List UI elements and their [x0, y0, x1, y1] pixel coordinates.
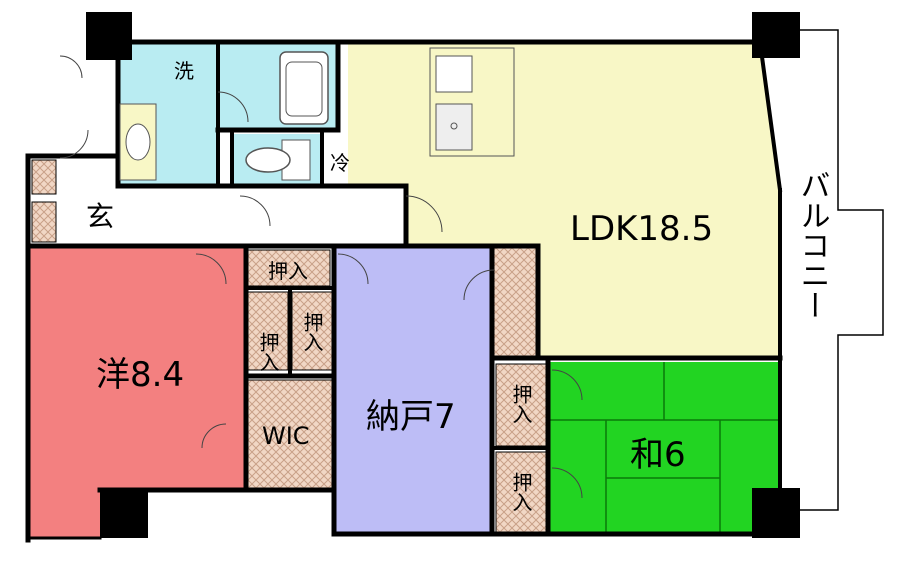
closet-mid-left — [247, 291, 289, 371]
closet-japanese-lower-label: 押入 — [509, 472, 533, 512]
japanese-room — [550, 362, 780, 534]
shoe-cabinet-1 — [31, 159, 57, 195]
walls — [25, 39, 783, 543]
closet-top-label: 押入 — [268, 259, 308, 283]
japanese-room-label: 和6 — [630, 435, 686, 475]
balcony-label: バルコニー — [795, 170, 830, 320]
western-room-label: 洋8.4 — [96, 355, 184, 395]
wic-closet — [247, 379, 333, 489]
closet-mid-left-label: 押入 — [256, 332, 280, 372]
shoe-cabinet-2 — [31, 201, 57, 243]
wash-basin — [119, 103, 157, 181]
ldk-label: LDK18.5 — [570, 209, 713, 249]
closet-mid-right-label: 押入 — [300, 312, 324, 352]
closet-japanese-upper-label: 押入 — [509, 384, 533, 424]
storage-room — [334, 248, 492, 532]
kitchen-counter — [429, 47, 515, 157]
western-room — [30, 248, 244, 538]
storage-room-label: 納戸7 — [366, 397, 456, 437]
door-swings — [59, 55, 583, 499]
entrance-label: 玄 — [86, 200, 114, 233]
tatami-lines — [550, 362, 780, 534]
balcony-outline — [800, 29, 884, 511]
closet-japanese-lower — [495, 451, 547, 533]
closet-japanese-upper — [495, 363, 547, 447]
toilet — [245, 139, 311, 181]
wic-label: WIC — [262, 422, 310, 450]
structural-columns — [86, 12, 800, 538]
bathtub — [279, 51, 329, 125]
washroom-label: 洗 — [174, 59, 194, 83]
closet-mid-right — [291, 291, 333, 371]
fridge-label: 冷 — [330, 151, 350, 175]
storage-side-closet — [493, 247, 537, 357]
